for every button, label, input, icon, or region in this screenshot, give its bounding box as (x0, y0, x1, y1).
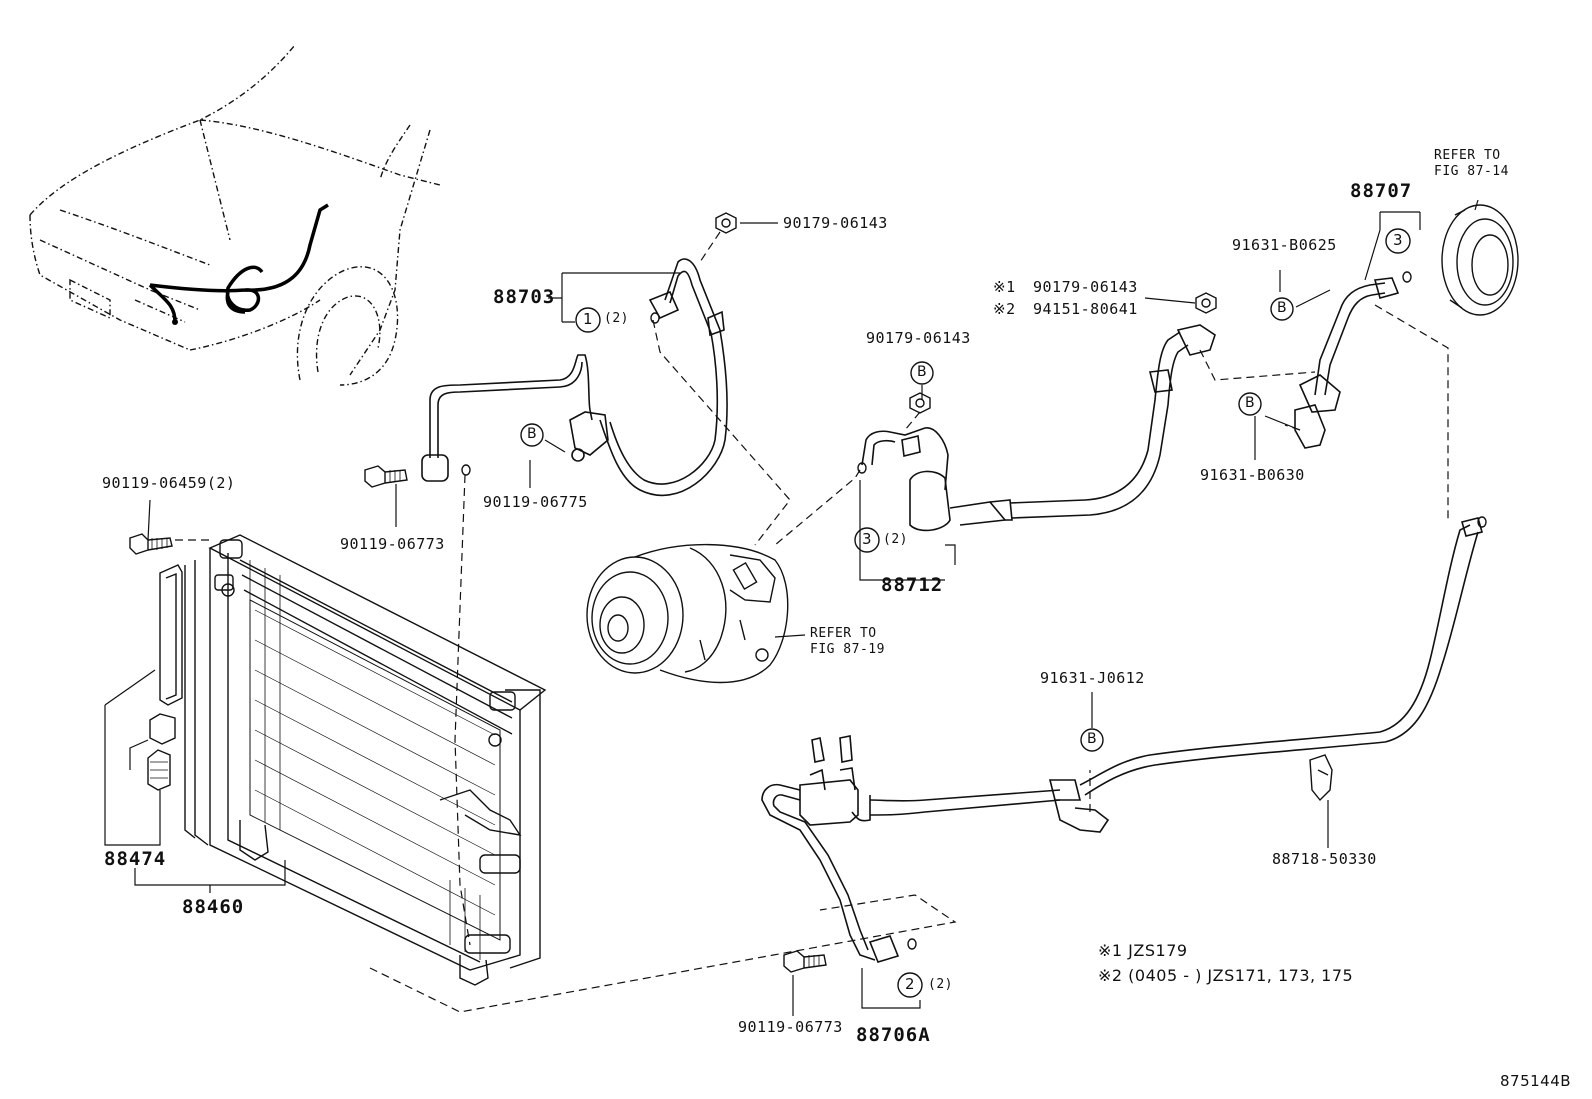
callout-3a-qty: (2) (883, 532, 908, 547)
nut-90179-06143-top (715, 212, 737, 234)
callout-b-3: B (1277, 300, 1288, 316)
refer-fig-87-14-line1: REFER TO (1434, 148, 1501, 163)
condenser-seal-88474 (147, 564, 183, 791)
part-94151-80641-label: 94151-80641 (1033, 300, 1138, 318)
callout-b-2: B (917, 364, 928, 380)
part-90119-06775-label: 90119-06775 (483, 493, 588, 511)
part-90119-06459-label: 90119-06459(2) (102, 474, 236, 492)
o-rings (461, 271, 1487, 950)
callout-2: 2 (905, 975, 916, 993)
part-90119-06773-bottom-label: 90119-06773 (738, 1018, 843, 1036)
part-90119-06773-top-label: 90119-06773 (340, 535, 445, 553)
part-88712-label: 88712 (881, 574, 944, 596)
callout-b-5: B (1087, 731, 1098, 747)
part-88718-50330-label: 88718-50330 (1272, 850, 1377, 868)
refer-fig-87-14-line2: FIG 87-14 (1434, 164, 1509, 179)
part-88707-label: 88707 (1350, 180, 1413, 202)
compressor (586, 543, 789, 684)
part-91631-b0630-label: 91631-B0630 (1200, 466, 1305, 484)
wiring-harness (148, 203, 329, 323)
part-88474-label: 88474 (104, 848, 167, 870)
note-mark-2: ※2 (993, 300, 1016, 318)
bolt-90119-06459 (129, 533, 173, 555)
callout-2-qty: (2) (928, 977, 953, 992)
callout-3b: 3 (1393, 231, 1404, 249)
note-mark-1: ※1 (993, 278, 1016, 296)
part-88703-label: 88703 (493, 286, 556, 308)
nut-94151-80641 (1195, 292, 1217, 314)
callout-b-4: B (1245, 395, 1256, 411)
part-90179-06143-x1-label: 90179-06143 (1033, 278, 1138, 296)
part-90179-06143-top-label: 90179-06143 (783, 214, 888, 232)
nut-90179-06143-mid (909, 392, 931, 414)
callout-1: 1 (583, 310, 594, 328)
callout-circles (520, 228, 1411, 998)
condenser (184, 534, 547, 986)
figure-id: 875144B (1500, 1072, 1572, 1090)
bolt-90119-06773-top (364, 465, 408, 488)
callout-1-qty: (2) (604, 311, 629, 326)
applicability-note-2: ※2 (0405 - ) JZS171, 173, 175 (1098, 966, 1354, 985)
callout-3a: 3 (862, 530, 873, 548)
applicability-note-1: ※1 JZS179 (1098, 941, 1188, 960)
part-88460-label: 88460 (182, 896, 245, 918)
clamp-88718-50330 (1309, 754, 1333, 802)
callout-b-1: B (527, 426, 538, 442)
part-91631-b0625-label: 91631-B0625 (1232, 236, 1337, 254)
part-91631-j0612-label: 91631-J0612 (1040, 669, 1145, 687)
bolt-90119-06773-bottom (783, 950, 827, 973)
vehicle-outline (29, 44, 441, 386)
suction-pipe-88712 (861, 324, 1216, 532)
refer-fig-87-19-line2: FIG 87-19 (810, 642, 885, 657)
liquid-line-pipe (761, 517, 1483, 963)
leader-lines (104, 199, 1479, 1016)
part-88706a-label: 88706A (856, 1024, 931, 1046)
compressor-seal (1441, 204, 1519, 316)
discharge-hose-88703 (421, 258, 728, 497)
connection-lines (175, 231, 1449, 1013)
pipe-88707 (1294, 277, 1400, 449)
part-90179-06143-mid-label: 90179-06143 (866, 329, 971, 347)
refer-fig-87-19-line1: REFER TO (810, 626, 877, 641)
